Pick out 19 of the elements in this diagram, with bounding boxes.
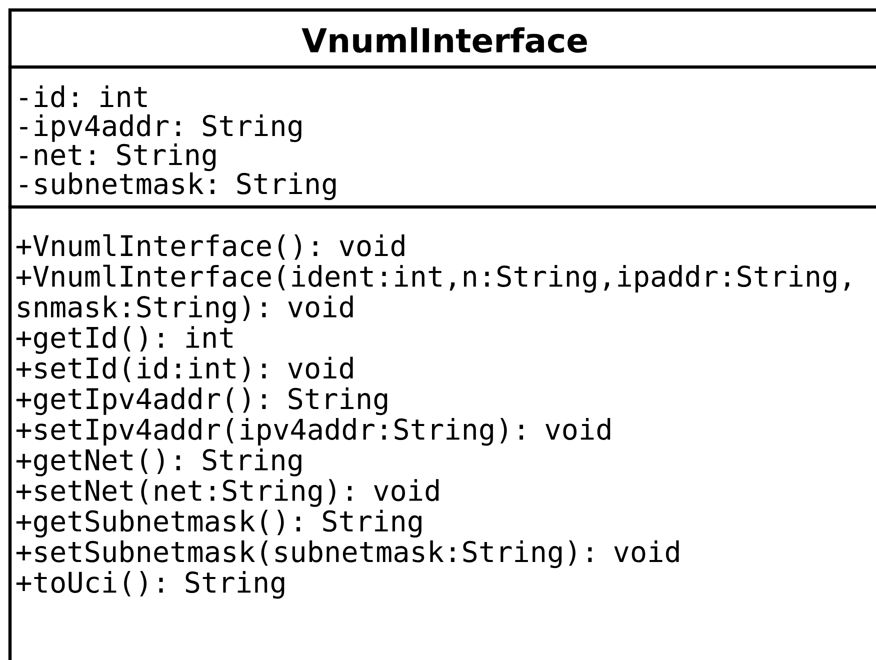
method-text: +toUci(): String — [16, 570, 284, 599]
method-text: +setId(id:int): void — [16, 356, 353, 382]
class-name: VnumlInterface — [302, 27, 587, 53]
method-text: +setNet(net:String): void — [16, 479, 439, 507]
method-text: +setIpv4addr(ipv4addr:String): void — [16, 418, 610, 446]
method-text: +VnumlInterface(): void — [16, 234, 404, 260]
class-box — [8, 8, 876, 660]
method-text: +getId(): int — [16, 326, 233, 354]
compartment — [8, 205, 876, 209]
attribute-text: -net: String — [20, 143, 216, 172]
method-text: +getNet(): String — [16, 448, 302, 476]
method-text: +setSubnetmask(subnetmask:String): void — [16, 540, 679, 568]
attribute-text: -id: int — [20, 85, 147, 108]
attribute-text: -ipv4addr: String — [20, 114, 302, 142]
compartment — [8, 65, 876, 69]
method-text: +getSubnetmask(): String — [16, 510, 422, 538]
attribute-text: -subnetmask: String — [20, 172, 336, 200]
method-text: +getIpv4addr(): String — [16, 387, 388, 416]
method-text: +VnumlInterface(ident:int,n:String,ipaddr:String, snmask:String): void — [16, 264, 850, 324]
